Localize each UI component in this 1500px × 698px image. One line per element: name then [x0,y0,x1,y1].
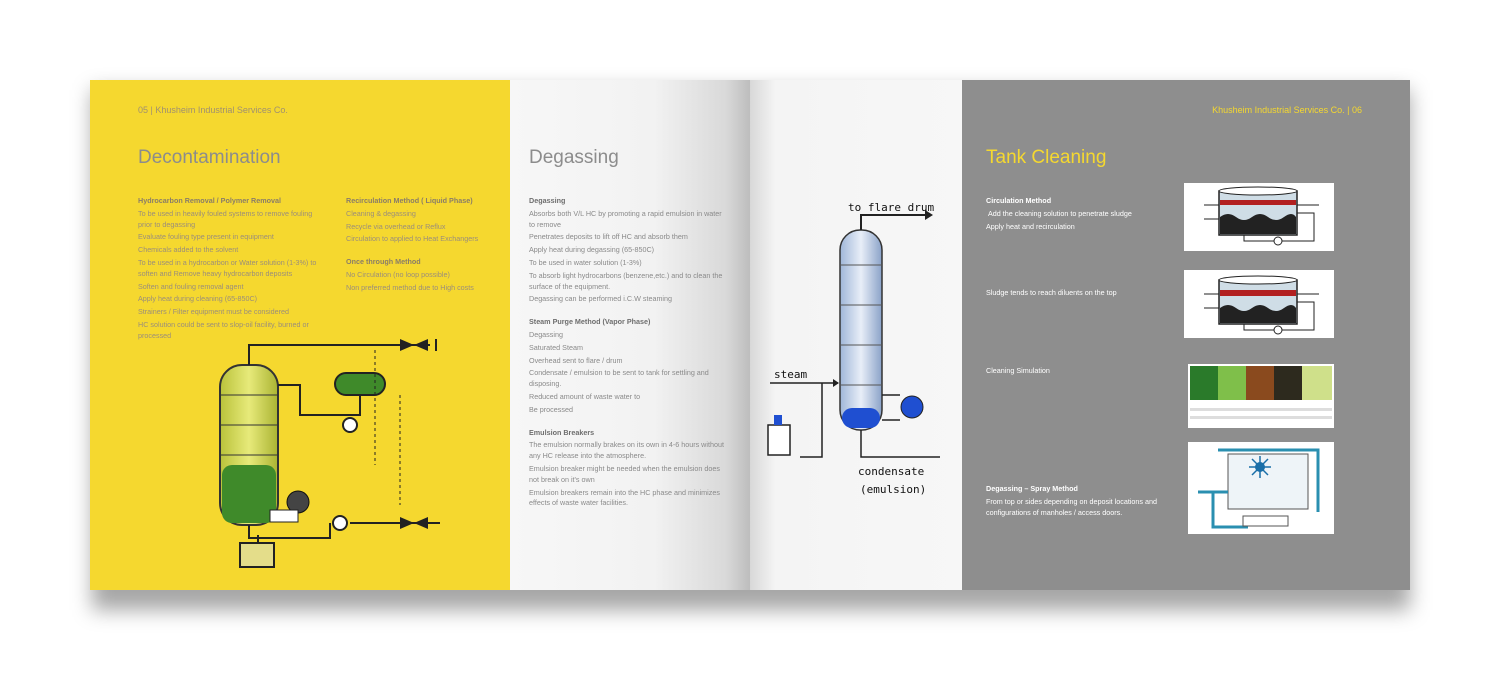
steam-purge-heading: Steam Purge Method (Vapor Phase) [529,317,651,327]
brochure-spread: 05 | Khusheim Industrial Services Co. De… [90,80,1410,590]
decontamination-process-diagram [219,339,440,568]
cleaning-simulation-text: Cleaning Simulation [986,366,1050,375]
degassing-title: Degassing [529,147,619,168]
degassing-line: To absorb light hydrocarbons (benzene,et… [529,270,723,291]
hc-line: To be used in a hydrocarbon or Water sol… [138,257,317,278]
steam-line: Degassing [529,329,563,339]
right-page-header: Khusheim Industrial Services Co. | 06 [1212,105,1362,115]
degassing-block: Degassing Absorbs both V/L HC by promoti… [529,196,729,511]
steam-generator [767,424,791,456]
decontamination-title: Decontamination [138,147,281,168]
label-box [269,509,299,523]
pump-icon [332,515,348,531]
left-page-header: 05 | Khusheim Industrial Services Co. [138,105,288,115]
degassing-line: Penetrates deposits to lift off HC and a… [529,232,688,242]
recirculation-block: Recirculation Method ( Liquid Phase) Cle… [346,196,506,296]
horizontal-drum [334,372,386,396]
hc-line: HC solution could be sent to slop-oil fa… [138,319,309,340]
steam-line: Condensate / emulsion to be sent to tank… [529,368,709,389]
hc-line: Apply heat during cleaning (65-850C) [138,294,258,304]
pump-icon [342,417,358,433]
hc-line: Soften and fouling removal agent [138,281,244,291]
once-through-heading: Once through Method [346,257,421,267]
sludge-text: Sludge tends to reach diluents on the to… [986,288,1117,297]
flare-drum-label: to flare drum [848,201,934,214]
hc-line: To be used in heavily fouled systems to … [138,208,313,229]
once-line: No Circulation (no loop possible) [346,269,450,279]
hc-line: Evaluate fouling type present in equipme… [138,232,274,242]
column-liquid [842,408,880,428]
circulation-block: Circulation Method Add the cleaning solu… [986,196,1176,234]
steam-column-panel: to flare drum steam condensate (emulsion… [750,80,962,590]
tank-cleaning-panel: Khusheim Industrial Services Co. | 06 Ta… [962,80,1410,590]
steam-line: Saturated Steam [529,342,583,352]
circulation-heading: Circulation Method [986,196,1052,205]
steam-column [839,229,883,431]
vessel-liquid [222,465,276,523]
arrow-icon [925,210,933,220]
recirculation-heading: Recirculation Method ( Liquid Phase) [346,196,473,205]
degassing-line: Apply heat during degassing (65-850C) [529,245,655,255]
heat-exchanger-icon [900,395,924,419]
circulation-line: Apply heat and recirculation [986,221,1075,231]
decontamination-panel: 05 | Khusheim Industrial Services Co. De… [90,80,510,590]
emulsion-label: (emulsion) [860,483,926,496]
degassing-line: Absorbs both V/L HC by promoting a rapid… [529,208,722,229]
hc-line: Strainers / Filter equipment must be con… [138,307,290,317]
degassing-panel: Degassing Degassing Absorbs both V/L HC … [510,80,750,590]
spray-line: From top or sides depending on deposit l… [986,496,1158,517]
degassing-heading: Degassing [529,196,566,205]
once-line: Non preferred method due to High costs [346,282,474,292]
steam-line: Reduced amount of waste water to [529,391,641,401]
tank-cleaning-title: Tank Cleaning [986,147,1107,168]
circulation-tank-image [1184,183,1334,251]
emulsion-line: Emulsion breaker might be needed when th… [529,463,720,484]
emulsion-breakers-heading: Emulsion Breakers [529,427,595,437]
hc-line: Chemicals added to the solvent [138,245,239,255]
recirc-line: Recycle via overhead or Reflux [346,221,446,231]
hydrocarbon-removal-block: Hydrocarbon Removal / Polymer Removal To… [138,196,318,344]
sludge-tank-image [1184,270,1334,338]
spray-method-block: Degassing – Spray Method From top or sid… [986,484,1176,520]
spray-method-image [1188,442,1334,534]
recirc-line: Circulation to applied to Heat Exchanger… [346,234,479,244]
steam-column-diagram: to flare drum steam condensate (emulsion… [767,201,940,496]
circulation-line: Add the cleaning solution to penetrate s… [988,208,1132,218]
steam-label: steam [774,368,807,381]
spray-method-heading: Degassing – Spray Method [986,484,1078,493]
steam-generator [239,542,275,568]
steam-line: Overhead sent to flare / drum [529,355,623,365]
hydrocarbon-removal-heading: Hydrocarbon Removal / Polymer Removal [138,196,281,205]
cleaning-simulation-image [1188,364,1334,428]
emulsion-line: Emulsion breakers remain into the HC pha… [529,487,720,508]
degassing-line: To be used in water solution (1-3%) [529,257,642,267]
recirc-line: Cleaning & degassing [346,208,416,218]
degassing-line: Degassing can be performed i.C.W steamin… [529,294,673,304]
valve-icon [400,339,428,351]
valve-icon [400,517,428,529]
condensate-label: condensate [858,465,924,478]
emulsion-line: The emulsion normally brakes on its own … [529,440,724,461]
steam-line: Be processed [529,404,573,414]
